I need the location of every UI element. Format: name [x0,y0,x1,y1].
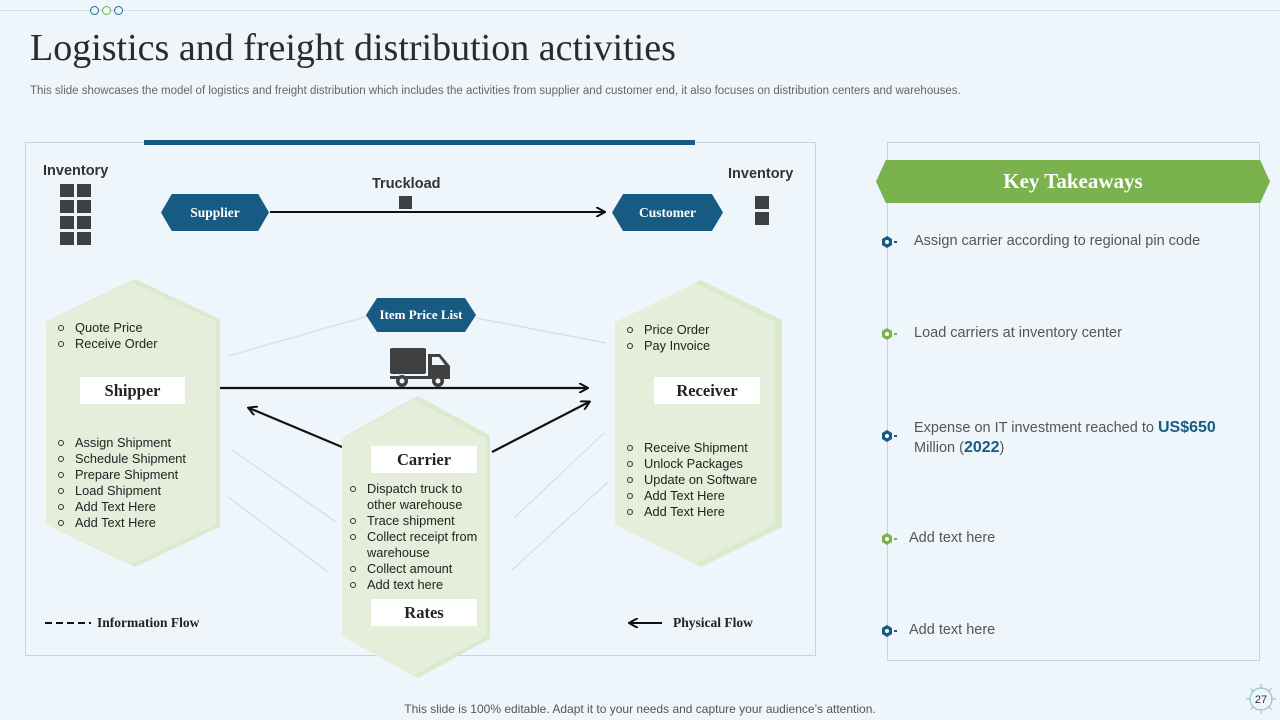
rates-box: Rates [371,599,477,626]
physical-flow-label: Physical Flow [673,615,753,630]
truckload-label: Truckload [372,176,441,192]
page-title: Logistics and freight distribution activ… [30,27,676,69]
takeaway-text: ) [999,440,1005,456]
list-item: Update on Software [625,472,775,488]
list-item: Collect receipt from warehouse [348,529,488,561]
list-item: Pay Invoice [625,338,765,354]
list-item: Schedule Shipment [56,451,216,467]
takeaway-item-4: Add text here [909,530,996,546]
top-divider [0,10,1280,11]
hexagon-bullet-blue-icon [882,236,897,248]
takeaway-text: Expense on IT investment reached to [914,420,1158,436]
takeaway-highlight: 2022 [963,439,1000,456]
key-takeaways-panel [887,142,1260,661]
takeaway-item-5: Add text here [909,622,996,638]
diagram-accent-bar [144,140,695,145]
receiver-title: Receiver [654,377,760,404]
list-item: Receive Shipment [625,440,775,456]
list-item: Add Text Here [625,504,775,520]
carrier-receiver-arrow [491,402,589,453]
hexagon-bullet-blue-icon [882,625,897,637]
inventory-right-label: Inventory [728,166,794,182]
carrier-title: Carrier [371,446,477,473]
list-item: Dispatch truck to other warehouse [348,481,488,513]
hexagon-bullet-green-icon [882,328,897,340]
key-takeaways-title: Key Takeaways [1003,169,1143,193]
takeaway-highlight: US$650 [1157,419,1216,436]
customer-badge: Customer [612,194,723,231]
inventory-left-label: Inventory [43,163,109,179]
list-item: Quote Price [56,320,206,336]
footer-note: This slide is 100% editable. Adapt it to… [404,702,876,716]
inventory-left-stack-icon [60,184,91,245]
takeaway-text: Million ( [914,440,964,456]
dot-icon [90,6,99,15]
list-item: Load Shipment [56,483,216,499]
list-item: Add Text Here [625,488,775,504]
list-item: Unlock Packages [625,456,775,472]
carrier-list: Dispatch truck to other warehouse Trace … [348,481,488,593]
page-subtitle: This slide showcases the model of logist… [30,85,961,97]
list-item: Assign Shipment [56,435,216,451]
page-number: 27 [1254,694,1268,706]
shipper-top-list: Quote Price Receive Order [56,320,206,352]
list-item: Receive Order [56,336,206,352]
takeaway-item-2: Load carriers at inventory center [914,325,1122,341]
list-item: Prepare Shipment [56,467,216,483]
list-item: Add Text Here [56,499,216,515]
carrier-shipper-arrow [249,408,343,449]
hexagon-bullet-green-icon [882,533,897,545]
key-takeaways-banner [876,160,1270,203]
dot-icon [114,6,123,15]
supplier-badge: Supplier [161,194,269,231]
takeaway-item-3: Expense on IT investment reached to US$6… [914,418,1254,458]
takeaway-item-1: Assign carrier according to regional pin… [914,233,1201,249]
information-flow-label: Information Flow [97,615,200,630]
shipper-hexagon-face [46,282,216,564]
list-item: Price Order [625,322,765,338]
item-price-list-badge: Item Price List [366,298,476,332]
carrier-hexagon-face [342,400,486,675]
list-item: Add Text Here [56,515,216,531]
list-item: Trace shipment [348,513,488,529]
truck-icon [390,348,450,387]
hexagon-bullet-blue-icon [882,430,897,442]
dot-icon [102,6,111,15]
inventory-right-stack-icon [755,196,769,225]
gear-icon [1246,684,1276,714]
truckload-box-icon [399,196,412,209]
list-item: Collect amount [348,561,488,577]
shipper-bottom-list: Assign Shipment Schedule Shipment Prepar… [56,435,216,531]
shipper-title: Shipper [80,377,185,404]
list-item: Add text here [348,577,488,593]
receiver-bottom-list: Receive Shipment Unlock Packages Update … [625,440,775,520]
receiver-hexagon-face [615,283,775,564]
slide-dots [90,6,123,15]
receiver-top-list: Price Order Pay Invoice [625,322,765,354]
